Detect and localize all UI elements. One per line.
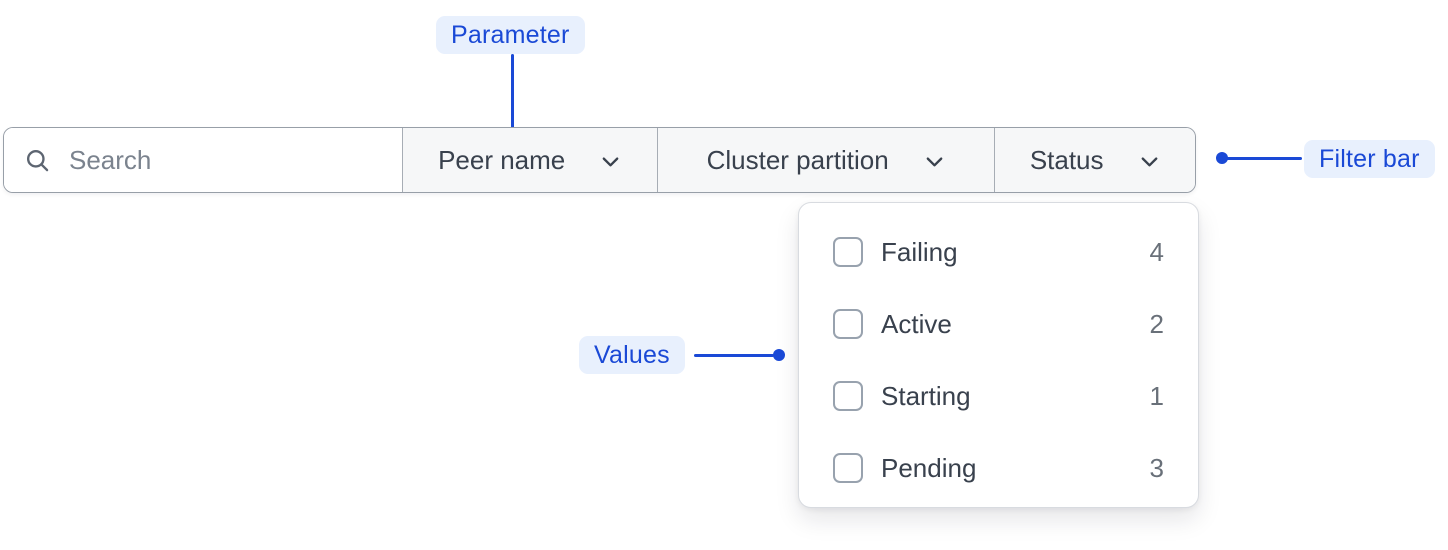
- parameter-connector-line: [511, 54, 514, 138]
- chevron-down-icon: [599, 150, 622, 173]
- peer-name-filter-label: Peer name: [438, 144, 566, 175]
- filter-bar-annotation-label: Filter bar: [1304, 140, 1435, 178]
- active-label: Active: [881, 308, 952, 339]
- cluster-partition-filter-button[interactable]: Cluster partition: [656, 128, 995, 192]
- dropdown-item-pending[interactable]: Pending 3: [833, 446, 1164, 490]
- status-filter-label: Status: [1029, 144, 1104, 175]
- search-icon: [26, 149, 49, 171]
- pending-checkbox[interactable]: [833, 453, 863, 483]
- values-connector-line: [694, 354, 774, 357]
- dropdown-item-failing[interactable]: Failing 4: [833, 230, 1164, 274]
- values-connector-dot: [773, 349, 785, 361]
- dropdown-item-active[interactable]: Active 2: [833, 302, 1164, 346]
- peer-name-filter-button[interactable]: Peer name: [402, 128, 657, 192]
- filter-bar-connector-line: [1222, 157, 1302, 160]
- chevron-down-icon: [1138, 150, 1161, 173]
- starting-checkbox[interactable]: [833, 381, 863, 411]
- dropdown-item-starting[interactable]: Starting 1: [833, 374, 1164, 418]
- active-count: 2: [1149, 308, 1164, 339]
- search-input[interactable]: [69, 144, 369, 176]
- pending-count: 3: [1149, 452, 1164, 483]
- status-values-dropdown: Failing 4 Active 2 Starting 1 Pending 3: [798, 202, 1199, 508]
- starting-count: 1: [1149, 380, 1164, 411]
- active-checkbox[interactable]: [833, 309, 863, 339]
- starting-label: Starting: [881, 380, 971, 411]
- filter-bar: Peer name Cluster partition Status: [3, 127, 1196, 193]
- parameter-annotation-label: Parameter: [436, 16, 585, 54]
- pending-label: Pending: [881, 452, 977, 483]
- cluster-partition-filter-label: Cluster partition: [706, 144, 889, 175]
- status-filter-button[interactable]: Status: [994, 128, 1195, 192]
- search-field[interactable]: [4, 128, 403, 192]
- chevron-down-icon: [923, 150, 946, 173]
- failing-checkbox[interactable]: [833, 237, 863, 267]
- failing-label: Failing: [881, 236, 958, 267]
- values-annotation-label: Values: [579, 336, 685, 374]
- failing-count: 4: [1149, 236, 1164, 267]
